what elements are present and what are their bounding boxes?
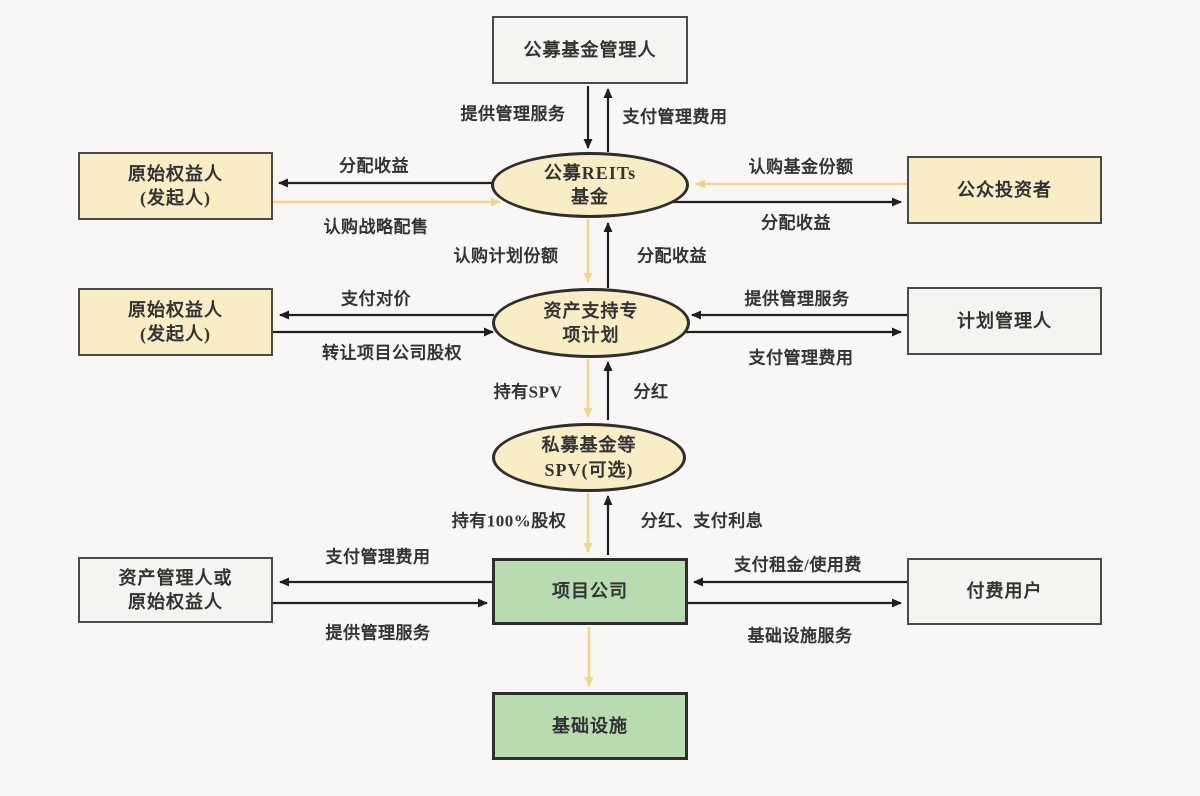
node-spv: 私募基金等 SPV(可选)	[492, 423, 686, 492]
node-reits-fund-line1: 公募REITs	[543, 162, 637, 183]
node-abs-plan-line1: 资产支持专	[543, 300, 639, 321]
label-subscribe-plan-shares: 认购计划份额	[453, 246, 559, 266]
label-provide-mgmt-service-right: 提供管理服务	[744, 289, 850, 309]
label-hold-spv: 持有SPV	[493, 382, 563, 402]
node-original-holder-mid: 原始权益人 (发起人)	[78, 288, 273, 356]
node-reits-fund-line2: 基金	[571, 187, 609, 207]
node-fund-manager-label: 公募基金管理人	[523, 39, 657, 60]
label-dividend: 分红	[633, 382, 669, 402]
label-hold-100-equity: 持有100%股权	[451, 511, 567, 531]
node-original-holder-top: 原始权益人 (发起人)	[78, 152, 273, 220]
node-asset-manager: 资产管理人或 原始权益人	[78, 557, 273, 623]
label-dividend-pay-interest: 分红、支付利息	[640, 511, 764, 531]
label-distribute-income-right-top: 分配收益	[761, 213, 831, 233]
node-infrastructure-label: 基础设施	[552, 715, 628, 736]
label-distribute-income-left-top: 分配收益	[339, 156, 409, 176]
node-abs-plan-line2: 项计划	[562, 325, 620, 345]
label-pay-mgmt-fee-right: 支付管理费用	[748, 348, 854, 368]
label-subscribe-strategic-placement: 认购战略配售	[323, 217, 429, 237]
node-public-investors-label: 公众投资者	[957, 179, 1052, 200]
label-distribute-income-center: 分配收益	[637, 246, 707, 266]
label-provide-mgmt-service-top: 提供管理服务	[460, 104, 566, 124]
node-project-company: 项目公司	[492, 558, 688, 625]
node-paying-users: 付费用户	[907, 558, 1102, 625]
node-asset-manager-line1: 资产管理人或	[118, 567, 233, 588]
node-project-company-label: 项目公司	[552, 581, 628, 602]
node-original-holder-mid-line2: (发起人)	[140, 324, 211, 344]
node-reits-fund: 公募REITs 基金	[491, 152, 689, 218]
label-pay-consideration: 支付对价	[341, 289, 411, 309]
label-subscribe-fund-shares: 认购基金份额	[748, 157, 854, 177]
node-fund-manager: 公募基金管理人	[492, 16, 688, 84]
node-abs-plan: 资产支持专 项计划	[492, 288, 690, 358]
label-pay-mgmt-fee-top: 支付管理费用	[622, 107, 728, 127]
node-spv-line1: 私募基金等	[541, 435, 637, 456]
node-spv-line2: SPV(可选)	[544, 459, 634, 480]
label-pay-mgmt-fee-bottom: 支付管理费用	[325, 547, 431, 567]
label-pay-rent-usage-fee: 支付租金/使用费	[734, 555, 862, 575]
node-plan-manager: 计划管理人	[907, 287, 1102, 355]
node-public-investors: 公众投资者	[907, 156, 1102, 224]
label-transfer-project-equity: 转让项目公司股权	[322, 343, 462, 363]
node-original-holder-top-line2: (发起人)	[140, 188, 211, 208]
node-paying-users-label: 付费用户	[966, 581, 1043, 602]
node-infrastructure: 基础设施	[492, 692, 688, 760]
node-plan-manager-label: 计划管理人	[957, 310, 1052, 331]
node-original-holder-mid-line1: 原始权益人	[128, 299, 223, 320]
node-asset-manager-line2: 原始权益人	[128, 592, 223, 612]
label-infrastructure-service: 基础设施服务	[747, 626, 853, 646]
node-original-holder-top-line1: 原始权益人	[128, 163, 223, 184]
label-provide-mgmt-service-bottom: 提供管理服务	[325, 623, 431, 643]
